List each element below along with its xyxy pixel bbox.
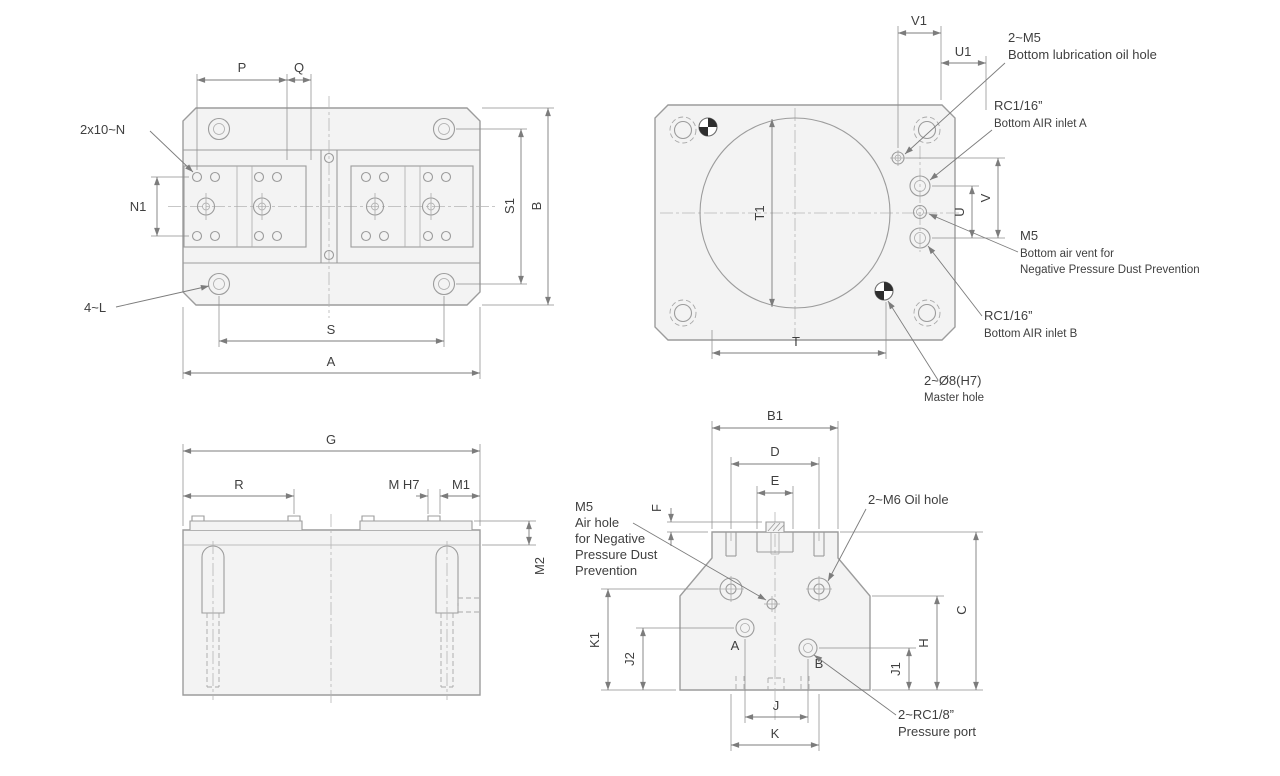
center-rail xyxy=(320,150,338,263)
dim-label-s: S xyxy=(327,322,336,337)
dim-label-h: H xyxy=(916,638,931,647)
dim-label-p: P xyxy=(238,60,247,75)
front-callouts: M5 Air hole for Negative Pressure Dust P… xyxy=(575,492,976,739)
callout-pressure-line1: 2~RC1/8” xyxy=(898,707,954,722)
side-dimensions: G R M H7 M1 M2 xyxy=(182,432,547,575)
dim-label-m1: M1 xyxy=(452,477,470,492)
dim-label-k: K xyxy=(771,726,780,741)
top-slot-and-screw xyxy=(756,521,794,555)
master-hole-datum xyxy=(874,281,894,301)
dim-label-q: Q xyxy=(294,60,304,75)
bolt-slot-right xyxy=(435,541,459,700)
dim-label-u1: U1 xyxy=(955,44,972,59)
callout-master-line2: Master hole xyxy=(924,392,984,404)
dim-label-j2: J2 xyxy=(622,652,637,666)
callout-vent-line2: Bottom air vent for xyxy=(1020,248,1114,260)
dim-label-a: A xyxy=(327,354,336,369)
pressure-port-a xyxy=(735,618,755,638)
dim-label-m2: M2 xyxy=(532,557,547,575)
front-dimensions: B1 D E F K1 J2 C H J1 xyxy=(587,408,983,751)
bottom-body-outline xyxy=(654,104,956,341)
dim-label-s1: S1 xyxy=(502,198,517,214)
bottom-callouts: 2~M5 Bottom lubrication oil hole RC1/16”… xyxy=(887,30,1200,404)
hidden-fitting xyxy=(457,597,480,613)
callout-oil-line1: 2~M6 Oil hole xyxy=(868,492,949,507)
callout-air-line5: Prevention xyxy=(575,563,637,578)
dim-label-v: V xyxy=(978,193,993,202)
callout-inlet-a-line1: RC1/16” xyxy=(994,98,1042,113)
master-hole-datum xyxy=(698,117,718,137)
dim-label-t1: T1 xyxy=(752,205,767,220)
callout-inlet-a-line2: Bottom AIR inlet A xyxy=(994,118,1087,130)
corner-mount-holes xyxy=(207,117,456,296)
callout-corner-holes-l: 4~L xyxy=(84,300,106,315)
callout-vent-line1: M5 xyxy=(1020,228,1038,243)
callout-lube-line2: Bottom lubrication oil hole xyxy=(1008,47,1157,62)
view-bottom-face: T1 V1 U1 U V T 2~M5 Bottom lubrication o… xyxy=(654,13,1200,404)
callout-air-line2: Air hole xyxy=(575,515,619,530)
dim-label-t: T xyxy=(792,334,800,349)
pressure-port-b xyxy=(798,638,818,658)
bottom-hidden-details xyxy=(735,676,810,690)
callout-lube-line1: 2~M5 xyxy=(1008,30,1041,45)
right-slide-block xyxy=(350,165,474,248)
bolt-slot-left xyxy=(201,541,225,700)
callout-air-line1: M5 xyxy=(575,499,593,514)
dim-label-e: E xyxy=(771,473,780,488)
oil-holes xyxy=(718,576,832,602)
callout-pressure-line2: Pressure port xyxy=(898,724,976,739)
left-slide-block xyxy=(183,165,307,248)
dim-label-j1: J1 xyxy=(888,662,903,676)
dim-label-m: M H7 xyxy=(388,477,419,492)
round-table-circle xyxy=(699,117,891,309)
dim-label-v1: V1 xyxy=(911,13,927,28)
port-label-a: A xyxy=(731,638,740,653)
plan-dimensions: P Q 2x10~N N1 S1 B 4~L S A xyxy=(80,60,554,379)
dim-label-r: R xyxy=(234,477,243,492)
callout-hole-pattern-n: 2x10~N xyxy=(80,122,125,137)
callout-air-line4: Pressure Dust xyxy=(575,547,658,562)
callout-master-line1: 2~Ø8(H7) xyxy=(924,373,981,388)
side-top-block-right xyxy=(359,520,473,530)
corner-mount-holes-bottom xyxy=(669,116,941,327)
dim-label-g: G xyxy=(326,432,336,447)
view-side: G R M H7 M1 M2 xyxy=(182,432,547,706)
callout-air-line3: for Negative xyxy=(575,531,645,546)
callout-inlet-b-line2: Bottom AIR inlet B xyxy=(984,328,1078,340)
bottom-port-holes xyxy=(890,150,931,249)
dim-label-b: B xyxy=(529,202,544,211)
view-top-plan: P Q 2x10~N N1 S1 B 4~L S A xyxy=(80,60,554,379)
dim-label-c: C xyxy=(954,605,969,614)
dim-label-k1: K1 xyxy=(587,632,602,648)
dim-label-n1: N1 xyxy=(130,199,147,214)
port-label-b: B xyxy=(815,656,824,671)
top-grooves xyxy=(725,532,825,557)
dim-label-d: D xyxy=(770,444,779,459)
side-top-block-left xyxy=(189,520,303,530)
dim-label-u: U xyxy=(952,207,967,216)
dim-label-j: J xyxy=(773,698,780,713)
dim-label-f: F xyxy=(649,504,664,512)
dim-label-b1: B1 xyxy=(767,408,783,423)
callout-vent-line3: Negative Pressure Dust Prevention xyxy=(1020,264,1200,276)
air-hole-m5 xyxy=(764,596,780,612)
bottom-dimensions: T1 V1 U1 U V T xyxy=(711,13,1005,359)
view-front: A B B1 D E F K1 J2 xyxy=(575,408,983,751)
callout-inlet-b-line1: RC1/16” xyxy=(984,308,1032,323)
